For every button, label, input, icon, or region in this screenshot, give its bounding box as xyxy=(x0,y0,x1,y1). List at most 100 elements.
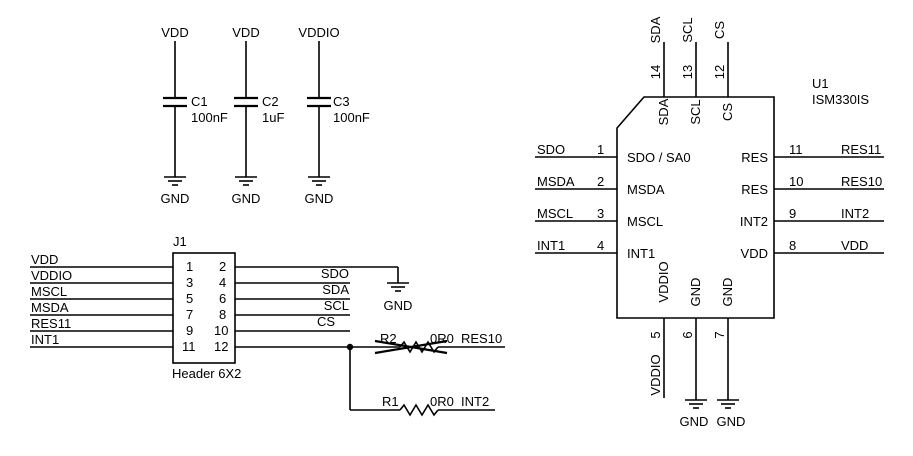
pin-number: 4 xyxy=(597,238,604,253)
pin-name: RES xyxy=(741,182,768,197)
resistor-ref: R2 xyxy=(380,331,397,346)
ic-bottom-pins xyxy=(663,318,729,400)
pin-number: 5 xyxy=(648,331,663,338)
ic-right-pins xyxy=(774,156,884,254)
pin-name: RES xyxy=(741,150,768,165)
pin-name: GND xyxy=(720,278,735,307)
ground-symbol xyxy=(235,176,257,186)
header-left-pins xyxy=(30,266,173,348)
rail-label: VDDIO xyxy=(298,25,339,40)
net-label: RES11 xyxy=(31,316,71,331)
pin-number: 3 xyxy=(186,275,193,290)
pin-number: 13 xyxy=(680,65,695,79)
net-label: SDA xyxy=(322,282,349,297)
pin-number: 5 xyxy=(186,291,193,306)
pin-number: 11 xyxy=(182,339,196,354)
pin-number: 8 xyxy=(789,238,796,253)
gnd-label: GND xyxy=(680,414,709,429)
pin-name: MSDA xyxy=(627,182,665,197)
net-label: SDO xyxy=(321,266,349,281)
pin-name: GND xyxy=(688,278,703,307)
resistor-network xyxy=(346,343,400,411)
gnd-label: GND xyxy=(305,191,334,206)
net-label: MSCL xyxy=(31,284,67,299)
pin-number: 6 xyxy=(219,291,226,306)
net-label: VDDIO xyxy=(31,268,72,283)
net-label: RES10 xyxy=(841,174,882,189)
net-label: VDD xyxy=(31,252,58,267)
pin-number: 2 xyxy=(219,259,226,274)
net-label: CS xyxy=(317,314,335,329)
capacitor-ref: C2 xyxy=(262,94,279,109)
ground-symbol xyxy=(308,176,330,186)
ic-left-pins xyxy=(535,156,617,254)
net-label: MSCL xyxy=(537,206,573,221)
net-label: INT2 xyxy=(841,206,869,221)
resistor-value: 0R0 xyxy=(430,394,454,409)
pin-name: MSCL xyxy=(627,214,663,229)
capacitor-value: 100nF xyxy=(333,110,370,125)
pin-number: 2 xyxy=(597,174,604,189)
rail-label: VDD xyxy=(161,25,188,40)
capacitor-c3: VDDIO C3 100nF GND xyxy=(298,25,370,206)
capacitor-c2: VDD C2 1uF GND xyxy=(232,25,285,206)
header-body xyxy=(172,252,236,364)
resistor-r1: R1 0R0 INT2 xyxy=(382,394,495,417)
pin-number: 1 xyxy=(597,142,604,157)
net-label: SCL xyxy=(680,17,695,42)
gnd-label: GND xyxy=(161,191,190,206)
dnp-cross-mark xyxy=(374,339,448,355)
pin-name: SDO / SA0 xyxy=(627,150,691,165)
header-right-pins xyxy=(235,266,399,348)
pin-name: INT2 xyxy=(740,214,768,229)
net-label: SCL xyxy=(324,298,349,313)
pin-name: VDDIO xyxy=(656,261,671,302)
net-label: MSDA xyxy=(31,300,69,315)
ic-u1: U1 ISM330IS SDA SCL CS 14 13 12 SDA SCL … xyxy=(535,16,884,429)
header-ref: J1 xyxy=(173,234,187,249)
pin-number: 10 xyxy=(789,174,803,189)
rail-label: VDD xyxy=(232,25,259,40)
pin-number: 14 xyxy=(648,65,663,79)
header-j1: J1 Header 6X2 VDD VDDIO MSCL MSDA RES11 … xyxy=(30,234,412,381)
net-label: VDD xyxy=(841,238,868,253)
gnd-label: GND xyxy=(717,414,746,429)
ground-symbol xyxy=(387,282,409,292)
ic-top-pins xyxy=(663,42,729,97)
header-name: Header 6X2 xyxy=(172,366,241,381)
net-label: CS xyxy=(712,21,727,39)
pin-number: 9 xyxy=(186,323,193,338)
capacitor-ref: C1 xyxy=(191,94,208,109)
net-label: INT2 xyxy=(461,394,489,409)
resistor-value: 0R0 xyxy=(430,331,454,346)
pin-number: 3 xyxy=(597,206,604,221)
resistor-ref: R1 xyxy=(382,394,399,409)
pin-name: SCL xyxy=(688,99,703,124)
ic-ref: U1 xyxy=(812,76,829,91)
ground-symbol xyxy=(685,399,707,409)
pin-number: 1 xyxy=(186,259,193,274)
pin-number: 9 xyxy=(789,206,796,221)
net-label: SDO xyxy=(537,142,565,157)
net-label: RES10 xyxy=(461,331,502,346)
pin-name: SDA xyxy=(656,98,671,125)
net-label: SDA xyxy=(648,16,663,43)
net-label: INT1 xyxy=(31,332,59,347)
pin-number: 6 xyxy=(680,331,695,338)
pin-number: 11 xyxy=(789,142,803,157)
capacitor-value: 1uF xyxy=(262,110,284,125)
resistor-r2: R2 0R0 RES10 xyxy=(374,331,505,355)
pin-number: 12 xyxy=(214,339,228,354)
pin-name: CS xyxy=(720,103,735,121)
pin-number: 7 xyxy=(186,307,193,322)
capacitor-value: 100nF xyxy=(191,110,228,125)
capacitor-c1: VDD C1 100nF GND xyxy=(161,25,228,206)
pin-number: 7 xyxy=(712,331,727,338)
pin-number: 8 xyxy=(219,307,226,322)
net-label: RES11 xyxy=(841,142,881,157)
pin-number: 10 xyxy=(214,323,228,338)
gnd-label: GND xyxy=(384,298,413,313)
gnd-label: GND xyxy=(232,191,261,206)
pin-number: 4 xyxy=(219,275,226,290)
